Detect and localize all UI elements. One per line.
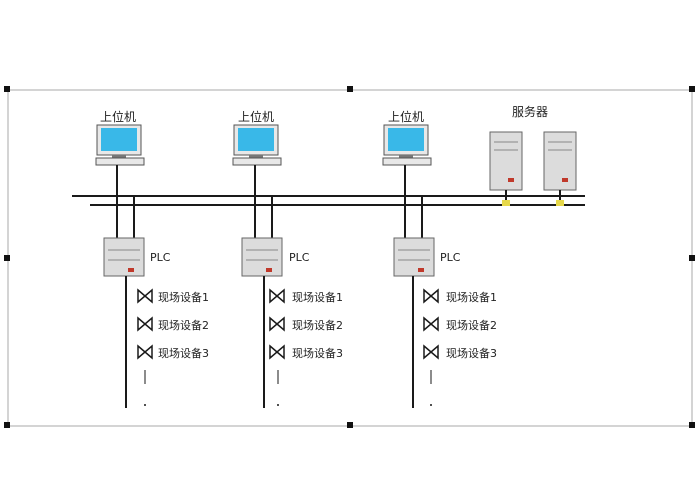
plc-cabinet-icon — [393, 237, 435, 277]
device-list: 现场设备1 现场设备2 现场设备3 — [269, 288, 343, 406]
continuation-dot — [430, 404, 432, 406]
device-label: 现场设备1 — [292, 290, 343, 304]
device-item: 现场设备2 — [423, 316, 497, 332]
plc-2: PLC 现场设备1 现场设备2 现场设备3 — [241, 237, 343, 408]
device-item: 现场设备1 — [137, 288, 209, 304]
continuation-dot — [277, 404, 279, 406]
valve-icon — [423, 288, 439, 304]
valve-icon — [423, 344, 439, 360]
desktop-computer-icon — [382, 124, 432, 166]
device-item: 现场设备3 — [137, 344, 209, 360]
valve-icon — [423, 316, 439, 332]
device-item: 现场设备1 — [269, 288, 343, 304]
workstation-3: 上位机 — [382, 109, 432, 238]
resize-handle-top-left[interactable] — [4, 86, 10, 92]
resize-handle-left[interactable] — [4, 255, 10, 261]
server-label: 服务器 — [512, 104, 548, 119]
device-item: 现场设备1 — [423, 288, 497, 304]
resize-handle-bottom[interactable] — [347, 422, 353, 428]
device-item: 现场设备2 — [137, 316, 209, 332]
device-label: 现场设备2 — [292, 318, 343, 332]
device-label: 现场设备3 — [292, 346, 343, 360]
workstation-label: 上位机 — [100, 109, 136, 124]
device-label: 现场设备3 — [446, 346, 497, 360]
workstation-label: 上位机 — [238, 109, 274, 124]
resize-handle-top-right[interactable] — [689, 86, 695, 92]
valve-icon — [137, 316, 153, 332]
device-label: 现场设备1 — [158, 290, 209, 304]
plc-label: PLC — [440, 251, 461, 264]
device-label: 现场设备1 — [446, 290, 497, 304]
plc-3: PLC 现场设备1 现场设备2 现场设备3 — [393, 237, 497, 408]
resize-handle-top[interactable] — [347, 86, 353, 92]
server-tower-icon — [543, 131, 577, 191]
device-list: 现场设备1 现场设备2 现场设备3 — [137, 288, 209, 406]
plc-label: PLC — [289, 251, 310, 264]
resize-handle-right[interactable] — [689, 255, 695, 261]
resize-handle-bottom-left[interactable] — [4, 422, 10, 428]
connector — [502, 200, 510, 206]
plc-cabinet-icon — [103, 237, 145, 277]
plc-1: PLC 现场设备1 现场设备2 现场设备3 — [103, 237, 209, 408]
device-label: 现场设备2 — [158, 318, 209, 332]
device-label: 现场设备2 — [446, 318, 497, 332]
device-item: 现场设备3 — [423, 344, 497, 360]
device-item: 现场设备2 — [269, 316, 343, 332]
workstation-2: 上位机 — [232, 109, 282, 238]
workstation-label: 上位机 — [388, 109, 424, 124]
workstation-1: 上位机 — [95, 109, 145, 238]
valve-icon — [269, 344, 285, 360]
valve-icon — [269, 288, 285, 304]
server-tower-icon — [489, 131, 523, 191]
server-group: 服务器 — [489, 104, 577, 206]
plc-cabinet-icon — [241, 237, 283, 277]
connector — [556, 200, 564, 206]
desktop-computer-icon — [232, 124, 282, 166]
device-label: 现场设备3 — [158, 346, 209, 360]
device-item: 现场设备3 — [269, 344, 343, 360]
plc-label: PLC — [150, 251, 171, 264]
valve-icon — [137, 288, 153, 304]
desktop-computer-icon — [95, 124, 145, 166]
selection-frame — [4, 86, 695, 428]
continuation-dot — [144, 404, 146, 406]
device-list: 现场设备1 现场设备2 现场设备3 — [423, 288, 497, 406]
valve-icon — [269, 316, 285, 332]
resize-handle-bottom-right[interactable] — [689, 422, 695, 428]
valve-icon — [137, 344, 153, 360]
